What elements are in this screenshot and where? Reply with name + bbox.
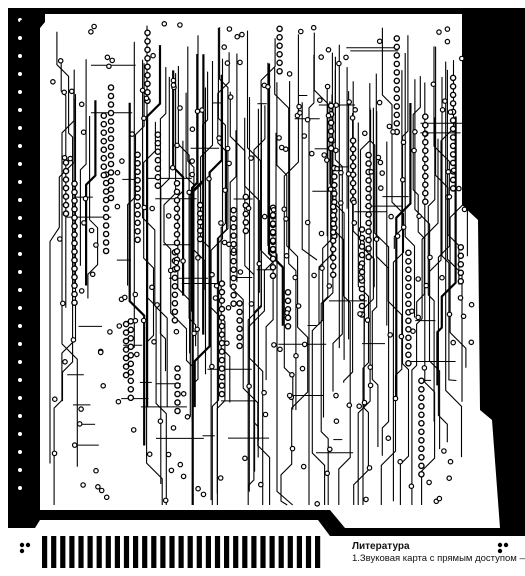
pcb-pads	[18, 18, 475, 507]
corner-marks	[19, 19, 509, 554]
edge-connector	[42, 536, 321, 568]
pcb-outline-copper	[8, 8, 525, 536]
caption-title: Литература	[352, 541, 410, 552]
caption-reference: 1.Звуковая карта с прямым доступом — Рад	[352, 553, 525, 564]
literature-caption: Литература 1.Звуковая карта с прямым дос…	[352, 541, 525, 565]
